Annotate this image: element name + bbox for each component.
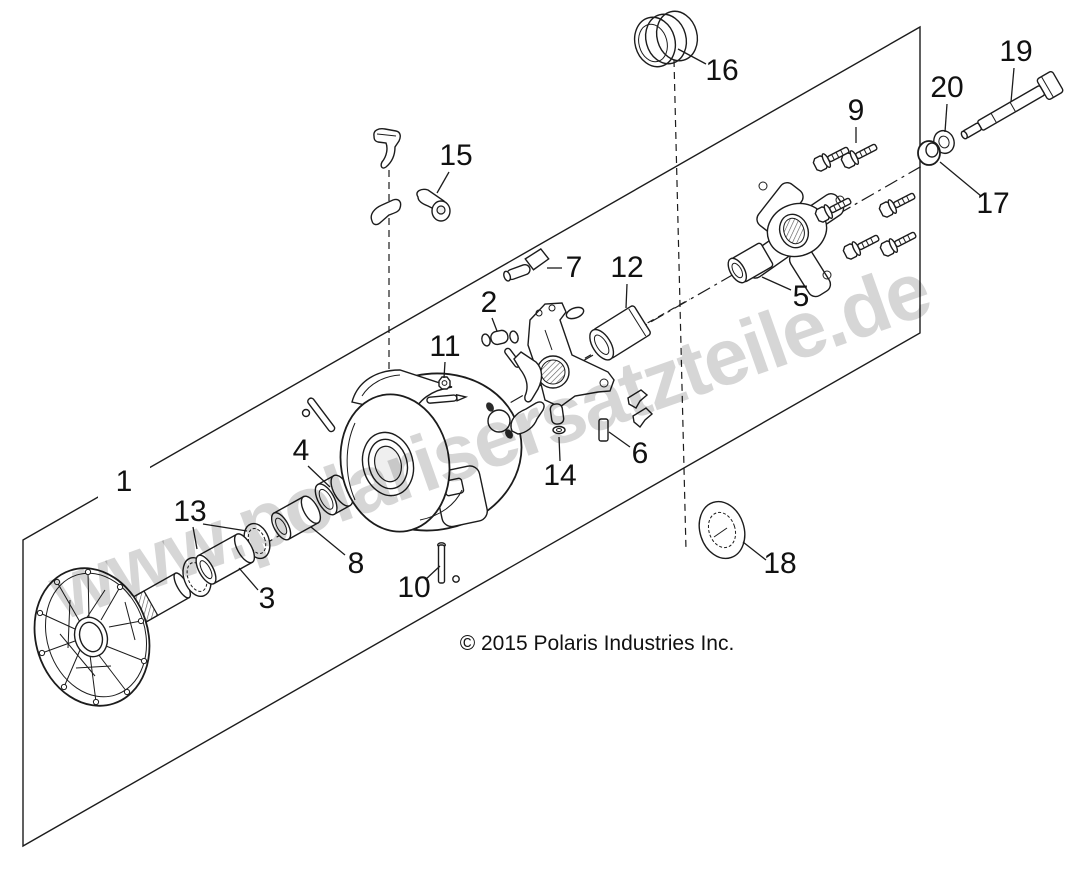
part-label-17: 17 xyxy=(976,187,1010,220)
part-label-10: 10 xyxy=(397,571,431,604)
leader-line-17 xyxy=(939,161,982,197)
leader-line-4 xyxy=(307,465,331,488)
part-label-1: 1 xyxy=(115,465,133,498)
pin-10 xyxy=(437,542,460,584)
part-label-5: 5 xyxy=(792,280,810,313)
leader-line-18 xyxy=(742,541,767,561)
pin-clips-6 xyxy=(598,389,654,442)
drawing-border xyxy=(22,25,921,848)
leader-line-12 xyxy=(625,283,628,309)
part-label-20: 20 xyxy=(930,71,964,104)
leader-line-16 xyxy=(677,48,707,65)
bushing-17 xyxy=(917,140,941,166)
leader-line-3 xyxy=(238,567,259,591)
moveable-sheave-drum xyxy=(339,369,523,533)
rocker-group-14 xyxy=(486,351,566,439)
part-label-12: 12 xyxy=(610,251,644,284)
part-label-11: 11 xyxy=(429,330,461,363)
spring-16 xyxy=(633,10,699,68)
leader-line-2 xyxy=(491,317,498,332)
part-label-9: 9 xyxy=(847,94,865,127)
weights-15 xyxy=(370,128,451,226)
part-label-19: 19 xyxy=(999,35,1033,68)
leader-line-10 xyxy=(424,565,441,581)
pin-7 xyxy=(503,248,550,282)
spacer-4 xyxy=(314,474,354,516)
part-label-6: 6 xyxy=(631,437,649,470)
roll-pin xyxy=(301,397,336,433)
part-label-8: 8 xyxy=(347,547,365,580)
part-label-13: 13 xyxy=(173,495,207,528)
leader-line-11 xyxy=(443,361,446,379)
leader-line-8 xyxy=(310,526,346,556)
part-label-16: 16 xyxy=(705,54,739,87)
leader-line-15 xyxy=(436,171,450,194)
part-label-15: 15 xyxy=(439,139,473,172)
leader-line-6 xyxy=(608,431,631,448)
bushing-8 xyxy=(270,495,322,541)
leader-lines xyxy=(192,48,1015,591)
part-label-4: 4 xyxy=(292,434,310,467)
part-label-14: 14 xyxy=(543,459,577,492)
leader-line-14 xyxy=(558,436,561,462)
roller-12 xyxy=(589,305,651,361)
copyright-notice: © 2015 Polaris Industries Inc. xyxy=(459,632,735,655)
part-label-7: 7 xyxy=(565,251,583,284)
leader-line-13 xyxy=(202,523,248,532)
bushing-3 xyxy=(195,533,256,585)
part-label-18: 18 xyxy=(763,547,797,580)
leader-line-5 xyxy=(761,276,792,291)
washer-18 xyxy=(698,500,746,560)
leader-line-13 xyxy=(192,526,198,550)
bolt-19 xyxy=(960,71,1064,140)
part-label-2: 2 xyxy=(480,286,498,319)
leader-line-20 xyxy=(944,103,948,133)
fixed-sheave xyxy=(33,567,192,707)
part-label-3: 3 xyxy=(258,582,276,615)
leader-line-19 xyxy=(1010,67,1015,103)
